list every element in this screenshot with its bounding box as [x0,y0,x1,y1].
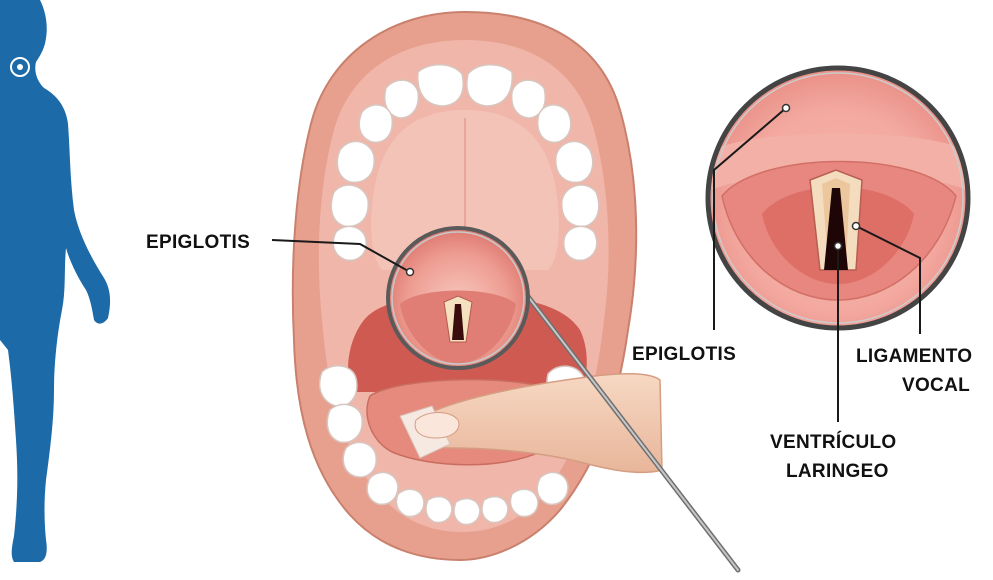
label-epiglotis-right: EPIGLOTIS [632,344,736,365]
human-silhouette [0,0,110,562]
label-ventriculo-laringeo-line1: VENTRÍCULO [770,431,897,453]
label-epiglotis-left: EPIGLOTIS [146,232,250,253]
label-ventriculo-laringeo-line2: LARINGEO [786,461,889,482]
label-ligamento-vocal-line1: LIGAMENTO [856,346,972,367]
target-icon [11,58,29,76]
label-ligamento-vocal-line2: VOCAL [902,375,970,396]
